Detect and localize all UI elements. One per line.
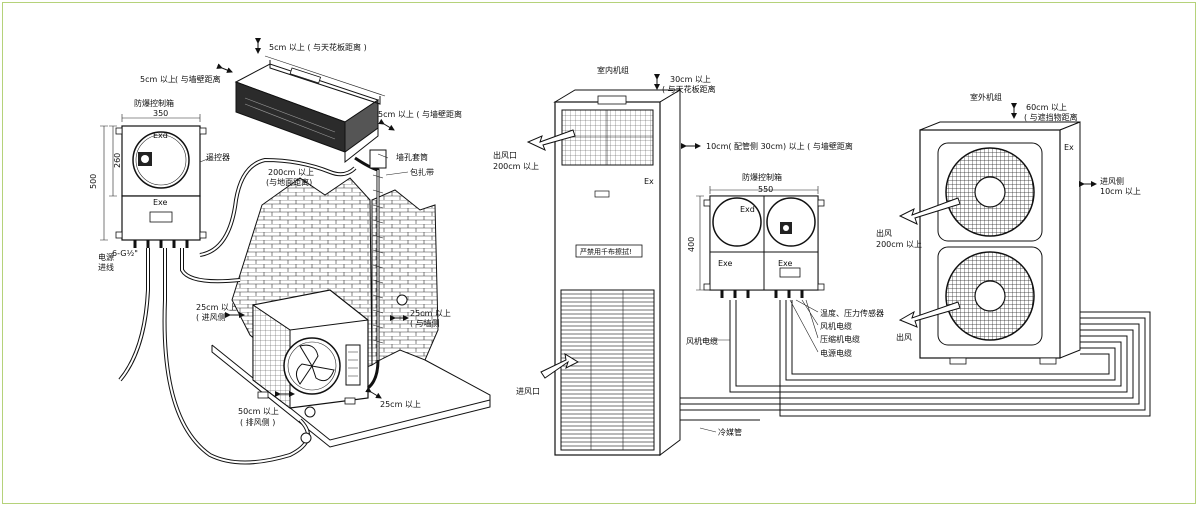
label-fan-cable: 风机电缆 bbox=[820, 321, 852, 331]
label-outlet-side-lower: 出风 bbox=[896, 332, 912, 342]
indoor-cabinet-unit bbox=[553, 89, 682, 456]
control-box-left bbox=[100, 114, 211, 248]
label-refrigerant-pipe: 冷媒管 bbox=[718, 427, 742, 437]
label-wrap-tape: 包扎带 bbox=[410, 167, 434, 177]
outlet-arrow-indoor bbox=[526, 129, 576, 151]
label-warning: 严禁用千布擦拭! bbox=[580, 247, 632, 256]
label-outlet-1: 出风口 bbox=[493, 150, 517, 160]
label-indoor-wall: 10cm( 配管侧 30cm) 以上 ( 与墙壁距离 bbox=[706, 141, 853, 151]
label-intake-2: ( 进风侧 bbox=[196, 312, 226, 322]
label-ground-2: (与地面距离) bbox=[266, 177, 312, 187]
label-exe-left: Exe bbox=[153, 198, 168, 207]
split-system-group: 5cm 以上 ( 与天花板距离 ) 5cm 以上 ( 与墙壁距离 5cm 以上 … bbox=[89, 38, 491, 465]
label-indoor-ceiling-1: 30cm 以上 bbox=[670, 75, 711, 84]
label-intake-1: 25cm 以上 bbox=[196, 303, 237, 312]
inlet-arrow-indoor bbox=[540, 352, 580, 379]
cabinet-system-group: 室内机组 30cm 以上 ( 与天花板距离 出风口 200cm 以上 10cm(… bbox=[493, 65, 1151, 456]
label-outdoor-ex: Ex bbox=[1064, 143, 1074, 152]
label-outdoor-top-2: ( 与遮挡物距离 bbox=[1024, 112, 1078, 122]
label-outdoor-top-1: 60cm 以上 bbox=[1026, 103, 1067, 112]
label-wallside-2: ( 与墙侧 bbox=[410, 318, 440, 328]
label-exhaust-2: ( 排风侧 ) bbox=[240, 417, 275, 427]
label-dim-350: 350 bbox=[153, 109, 168, 118]
brick-wall-side bbox=[371, 189, 439, 366]
label-gland: 6-G½" bbox=[112, 249, 138, 258]
label-compressor-cable: 压缩机电缆 bbox=[820, 334, 860, 344]
label-remote: 遥控器 bbox=[206, 152, 230, 162]
label-ceiling-clearance: 5cm 以上 ( 与天花板距离 ) bbox=[269, 42, 367, 52]
label-bottom: 25cm 以上 bbox=[380, 400, 421, 409]
label-dim-400: 400 bbox=[687, 237, 696, 252]
label-ground-1: 200cm 以上 bbox=[268, 168, 314, 177]
label-right-wall: 5cm 以上 ( 与墙壁距离 bbox=[378, 109, 462, 119]
label-dim-260: 260 bbox=[113, 153, 122, 168]
label-dim-500: 500 bbox=[89, 174, 98, 189]
label-wall-sleeve: 墙孔套筒 bbox=[396, 152, 428, 162]
label-outdoor-title: 室外机组 bbox=[970, 92, 1002, 102]
label-outlet-side-2: 200cm 以上 bbox=[876, 240, 922, 249]
label-wallside-1: 25cm 以上 bbox=[410, 309, 451, 318]
label-indoor-ex: Ex bbox=[644, 177, 654, 186]
outlet-arrow-upper bbox=[898, 197, 961, 225]
label-power-2: 进线 bbox=[98, 262, 114, 272]
label-sensor: 温度、压力传感器 bbox=[820, 308, 884, 318]
label-box-title-left: 防爆控制箱 bbox=[134, 98, 174, 108]
refrigerant-pipe-cabinet bbox=[680, 317, 1146, 411]
label-outlet-2: 200cm 以上 bbox=[493, 162, 539, 171]
label-outlet-side-1: 出风 bbox=[876, 228, 892, 238]
label-exd-left: Exd bbox=[153, 131, 168, 140]
indoor-unit-wall bbox=[234, 55, 386, 164]
label-power-cable: 电源电缆 bbox=[820, 348, 852, 358]
label-exe-right-2: Exe bbox=[778, 259, 793, 268]
label-indoor-ceiling-2: ( 与天花板距离 bbox=[662, 84, 716, 94]
label-intake-side-2: 10cm 以上 bbox=[1100, 187, 1141, 196]
label-exhaust-1: 50cm 以上 bbox=[238, 407, 279, 416]
outlet-arrow-lower bbox=[898, 301, 961, 328]
label-intake-side-1: 进风侧 bbox=[1100, 176, 1124, 186]
label-inlet: 进风口 bbox=[516, 387, 540, 396]
label-left-wall-1: 5cm 以上 bbox=[140, 75, 176, 84]
label-dim-550: 550 bbox=[758, 185, 773, 194]
label-left-wall-2: ( 与墙壁距离 bbox=[175, 74, 221, 84]
label-power-1: 电源 bbox=[98, 252, 114, 262]
outdoor-unit-small bbox=[252, 289, 369, 410]
outdoor-unit-large bbox=[919, 121, 1081, 365]
control-box-right bbox=[696, 186, 825, 298]
label-exd-right: Exd bbox=[740, 205, 755, 214]
label-box-title-right: 防爆控制箱 bbox=[742, 172, 782, 182]
label-indoor-fan-cable: 风机电缆 bbox=[686, 336, 718, 346]
label-indoor-title: 室内机组 bbox=[597, 65, 629, 75]
label-exe-right: Exe bbox=[718, 259, 733, 268]
wall-sleeve bbox=[369, 149, 387, 169]
